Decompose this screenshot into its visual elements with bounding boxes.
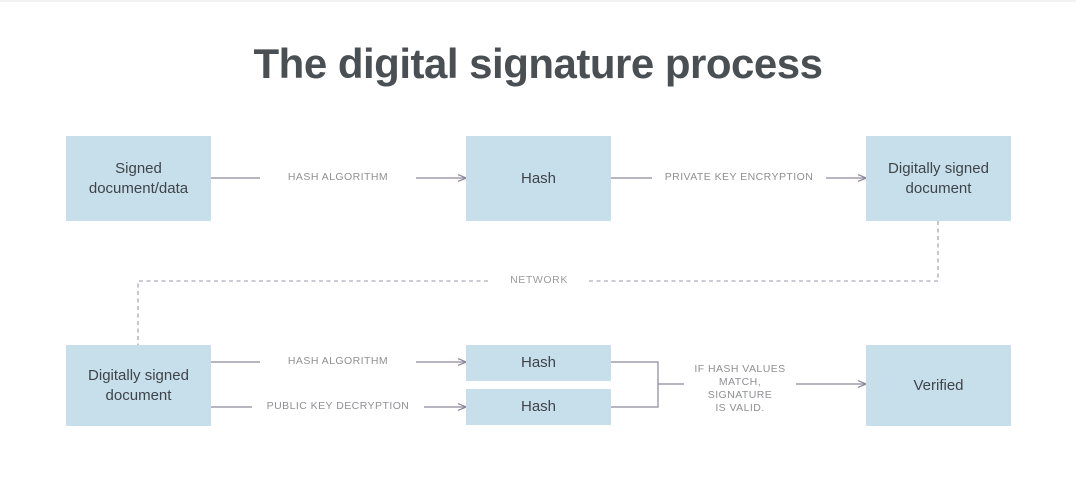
edge-label-public-key-decryption: PUBLIC KEY DECRYPTION: [252, 400, 424, 413]
edge-label-network: NETWORK: [489, 274, 589, 287]
edge-label-hash-algorithm-top: HASH ALGORITHM: [260, 171, 416, 184]
node-hash-decrypted[interactable]: Hash: [466, 389, 611, 425]
edge-label-signature-valid: IF HASH VALUES MATCH, SIGNATURE IS VALID…: [684, 363, 796, 415]
edge-label-private-key-encryption: PRIVATE KEY ENCRYPTION: [652, 171, 826, 184]
edge-label-hash-algorithm-bottom: HASH ALGORITHM: [260, 355, 416, 368]
node-digitally-signed-document-bottom[interactable]: Digitally signed document: [66, 345, 211, 426]
top-divider: [0, 0, 1076, 2]
node-hash-top[interactable]: Hash: [466, 136, 611, 221]
node-signed-document[interactable]: Signed document/data: [66, 136, 211, 221]
node-hash-computed[interactable]: Hash: [466, 345, 611, 381]
connector-hash-compare-bracket: [611, 361, 659, 408]
node-digitally-signed-document-top[interactable]: Digitally signed document: [866, 136, 1011, 221]
page-title: The digital signature process: [253, 40, 823, 87]
node-verified[interactable]: Verified: [866, 345, 1011, 426]
